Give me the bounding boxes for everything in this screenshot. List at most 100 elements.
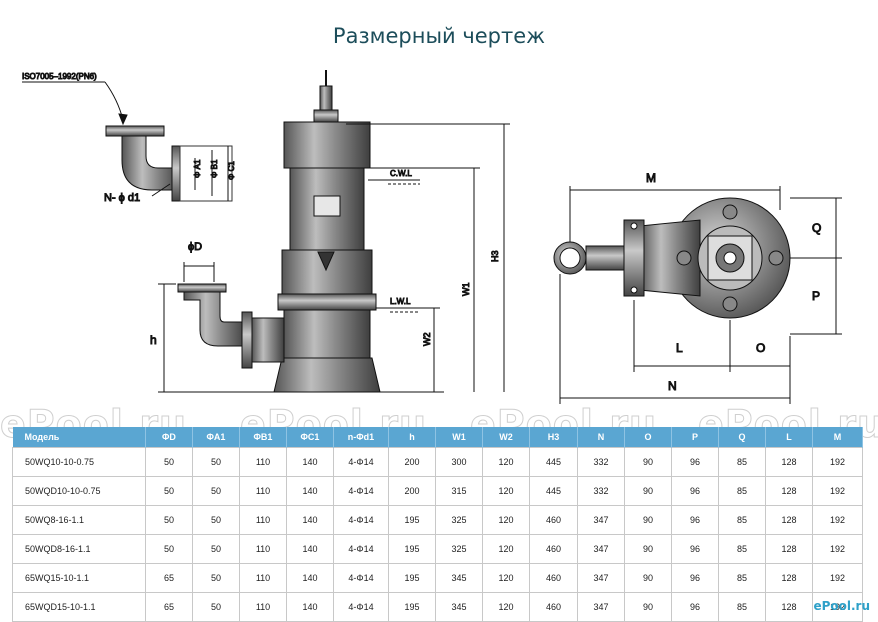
table-cell: 195 [388,592,436,622]
m-label: M [646,171,656,185]
column-header: h [388,427,436,448]
table-cell: 347 [577,534,625,564]
table-row: 50WQ10-10-0.75 50 50 110 140 4-Φ14 200 3… [12,447,863,477]
table-cell: 460 [529,505,578,535]
phi-d-label: ϕD [188,241,202,253]
table-header-row: Модель ΦD ΦA1 ΦB1 ΦC1 n-Φd1 h W1 W2 H3 N… [12,427,863,448]
column-header: H3 [529,427,578,448]
table-cell: 110 [239,534,287,564]
table-cell: 50 [145,505,193,535]
table-cell: 4-Φ14 [333,476,389,506]
l-label: L [676,341,683,355]
table-cell: 140 [286,476,334,506]
column-header: W2 [482,427,530,448]
h-label: h [150,333,157,347]
phi-b1-label: Φ B1 [210,159,219,178]
table-cell: 96 [671,563,719,593]
table-cell: 4-Φ14 [333,447,389,477]
table-row: 50WQ8-16-1.1 50 50 110 140 4-Φ14 195 325… [12,505,863,535]
table-cell: 325 [435,534,483,564]
pump-elevation: ϕD h C.W.L L.W.L W2 W1 H3 [150,70,510,393]
table-cell: 90 [624,447,672,477]
table-cell: 90 [624,534,672,564]
table-cell: 347 [577,592,625,622]
table-cell: 110 [239,505,287,535]
table-cell: 50 [192,534,240,564]
table-cell: 460 [529,563,578,593]
table-cell: 85 [718,447,766,477]
table-cell: 120 [482,505,530,535]
n-label: N [668,379,677,393]
column-header: ΦA1 [192,427,240,448]
table-cell: 50WQD8-16-1.1 [12,534,146,564]
table-row: 50WQD8-16-1.1 50 50 110 140 4-Φ14 195 32… [12,534,863,564]
table-cell: 50 [145,476,193,506]
table-cell: 85 [718,476,766,506]
table-cell: 140 [286,563,334,593]
table-cell: 120 [482,476,530,506]
table-cell: 192 [812,534,863,564]
table-cell: 128 [765,447,813,477]
table-cell: 195 [388,563,436,593]
table-cell: 65WQ15-10-1.1 [12,563,146,593]
table-cell: 110 [239,563,287,593]
phi-c1-label: Φ C1 [227,161,236,180]
spec-table: Модель ΦD ΦA1 ΦB1 ΦC1 n-Φd1 h W1 W2 H3 N… [12,427,863,622]
table-cell: 140 [286,447,334,477]
table-cell: 50 [145,534,193,564]
table-cell: 192 [812,476,863,506]
table-cell: 192 [812,447,863,477]
phi-a1-label: Φ A1 [193,159,202,178]
table-cell: 90 [624,563,672,593]
table-cell: 96 [671,505,719,535]
h3-label: H3 [490,250,500,262]
table-cell: 96 [671,447,719,477]
table-cell: 200 [388,447,436,477]
table-cell: 65 [145,563,193,593]
table-cell: 120 [482,534,530,564]
table-cell: 50WQD10-10-0.75 [12,476,146,506]
table-cell: 120 [482,592,530,622]
table-cell: 445 [529,447,578,477]
table-cell: 347 [577,505,625,535]
dimension-drawing: ISO7005–1992(PN6) Φ A1 Φ B1 Φ C1 N- ϕ d1 [22,70,842,404]
flange-detail: ISO7005–1992(PN6) Φ A1 Φ B1 Φ C1 N- ϕ d1 [22,72,237,205]
table-cell: 90 [624,476,672,506]
table-cell: 110 [239,592,287,622]
w1-label: W1 [461,283,471,297]
table-cell: 128 [765,534,813,564]
table-cell: 85 [718,592,766,622]
table-cell: 96 [671,534,719,564]
column-header: ΦC1 [286,427,334,448]
table-cell: 50 [192,592,240,622]
cwl-label: C.W.L [390,169,412,178]
table-cell: 50 [145,447,193,477]
table-cell: 85 [718,534,766,564]
column-header: ΦD [145,427,193,448]
w2-label: W2 [422,333,432,347]
table-cell: 65 [145,592,193,622]
table-cell: 4-Φ14 [333,563,389,593]
table-row: 65WQD15-10-1.1 65 50 110 140 4-Φ14 195 3… [12,592,863,622]
table-cell: 192 [812,505,863,535]
table-cell: 445 [529,476,578,506]
table-cell: 300 [435,447,483,477]
table-cell: 345 [435,592,483,622]
table-cell: 4-Φ14 [333,534,389,564]
table-cell: 332 [577,447,625,477]
column-header: N [577,427,625,448]
lwl-label: L.W.L [390,297,411,306]
table-cell: 120 [482,563,530,593]
p-label: P [812,289,820,303]
table-row: 50WQD10-10-0.75 50 50 110 140 4-Φ14 200 … [12,476,863,506]
table-cell: 128 [765,476,813,506]
n-phi-d1-label: N- ϕ d1 [104,192,140,204]
table-cell: 140 [286,592,334,622]
table-cell: 140 [286,534,334,564]
table-cell: 65WQD15-10-1.1 [12,592,146,622]
table-cell: 50WQ8-16-1.1 [12,505,146,535]
column-header: L [765,427,813,448]
column-header: M [812,427,863,448]
page-title: Размерный чертеж [332,24,546,48]
table-cell: 128 [765,505,813,535]
